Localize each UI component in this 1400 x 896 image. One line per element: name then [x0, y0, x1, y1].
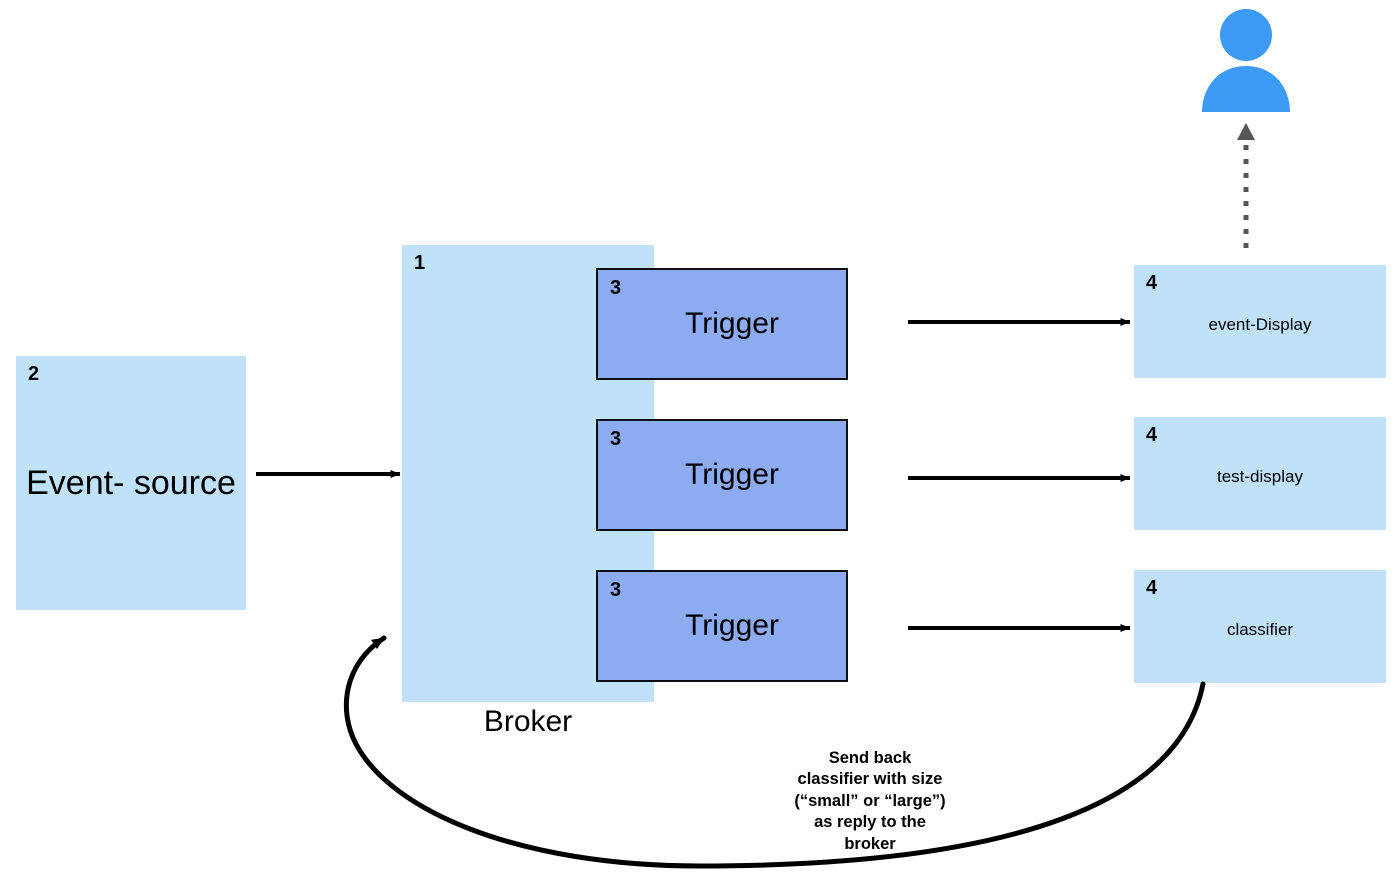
- event-source-node[interactable]: 2 Event- source: [16, 356, 246, 610]
- broker-label: Broker: [483, 705, 573, 738]
- service-number: 4: [1146, 272, 1158, 294]
- service-label: event-Display: [1208, 315, 1312, 334]
- trigger-number: 3: [610, 579, 622, 601]
- trigger-node-2[interactable]: 3 Trigger: [596, 419, 848, 531]
- person-icon: [1196, 8, 1296, 112]
- trigger-node-3[interactable]: 3 Trigger: [596, 570, 848, 682]
- service-number: 4: [1146, 424, 1158, 446]
- service-node-event-display[interactable]: 4 event-Display: [1134, 265, 1386, 378]
- service-node-test-display[interactable]: 4 test-display: [1134, 417, 1386, 530]
- trigger-label: Trigger: [685, 609, 779, 642]
- service-label: test-display: [1217, 467, 1303, 486]
- event-source-label: Event- source: [26, 463, 236, 502]
- trigger-label: Trigger: [685, 307, 779, 340]
- service-number: 4: [1146, 577, 1158, 599]
- trigger-node-1[interactable]: 3 Trigger: [596, 268, 848, 380]
- trigger-number: 3: [610, 277, 622, 299]
- event-source-number: 2: [28, 363, 40, 385]
- trigger-number: 3: [610, 428, 622, 450]
- feedback-caption: Send back classifier with size (“small” …: [794, 749, 946, 853]
- service-label: classifier: [1226, 620, 1294, 639]
- broker-number: 1: [414, 252, 426, 274]
- service-node-classifier[interactable]: 4 classifier: [1134, 570, 1386, 683]
- trigger-label: Trigger: [685, 458, 779, 491]
